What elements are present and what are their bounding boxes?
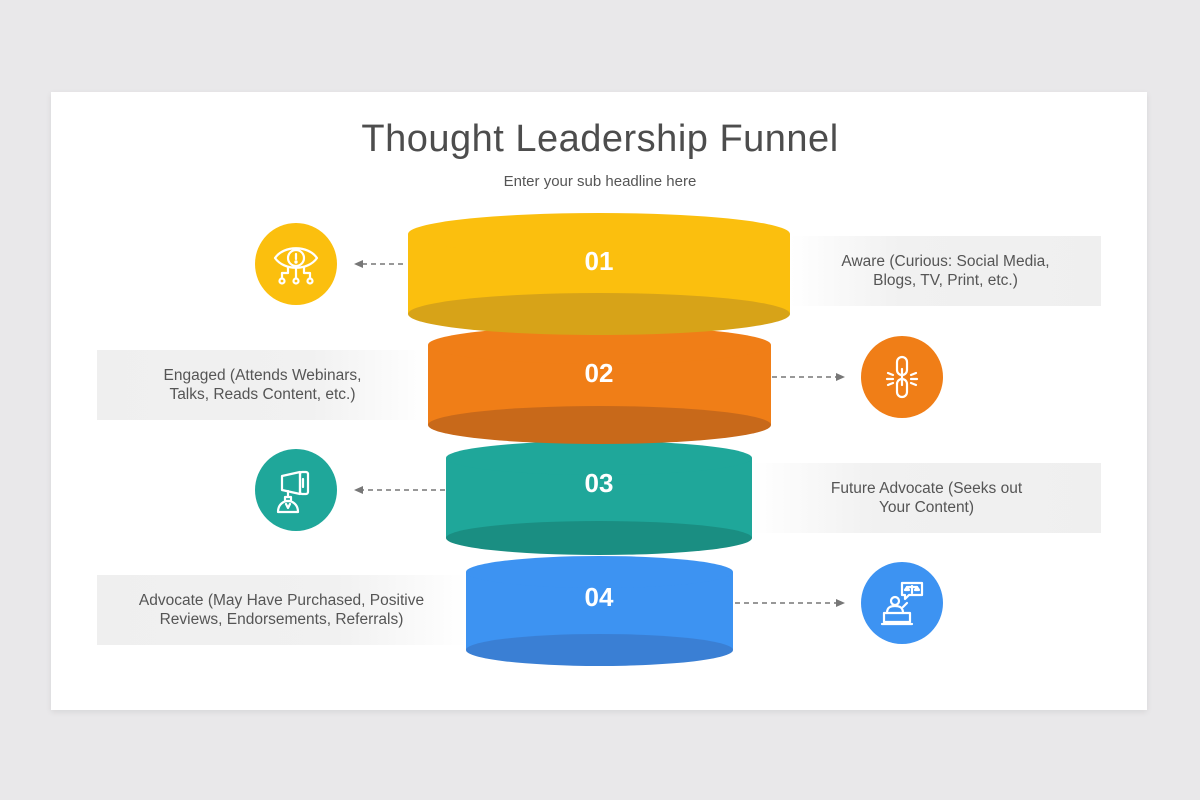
funnel-stage-2: [428, 326, 771, 444]
stage-2-number: 02: [585, 358, 614, 388]
stage-3-line-1: Future Advocate (Seeks out: [830, 480, 1023, 497]
stage-2-line-2: Talks, Reads Content, etc.): [169, 386, 356, 403]
stage-2-icon-badge: [861, 336, 943, 418]
funnel-stage-4: [466, 556, 733, 666]
stage-2-line-1: Engaged (Attends Webinars,: [163, 367, 362, 384]
stage-3-number: 03: [585, 468, 614, 498]
stage-4-line-2: Reviews, Endorsements, Referrals): [159, 611, 404, 628]
stage-4-number: 04: [585, 582, 614, 612]
stage-4-line-1: Advocate (May Have Purchased, Positive: [138, 592, 425, 609]
stage-4-icon-badge: [861, 562, 943, 644]
stage-1-number: 01: [585, 246, 614, 276]
megaphone-robot-icon: [276, 470, 310, 514]
chain-link-icon: [885, 355, 919, 399]
stage-1-description: Aware (Curious: Social Media, Blogs, TV, …: [790, 236, 1101, 306]
stage-1-line-2: Blogs, TV, Print, etc.): [873, 272, 1018, 289]
eye-icon: [273, 247, 319, 285]
stage-1-line-1: Aware (Curious: Social Media,: [841, 253, 1050, 270]
page-subtitle: Enter your sub headline here: [503, 173, 697, 190]
stage-1-icon-badge: [255, 223, 337, 305]
speaker-podium-icon: [880, 581, 924, 626]
stage-3-icon-badge: [255, 449, 337, 531]
stage-3-line-2: Your Content): [878, 499, 975, 516]
page-title: Thought Leadership Funnel: [361, 118, 839, 160]
funnel-stage-3: [446, 441, 752, 555]
stage-2-description: Engaged (Attends Webinars, Talks, Reads C…: [97, 350, 428, 420]
funnel-stage-1: [408, 213, 790, 335]
